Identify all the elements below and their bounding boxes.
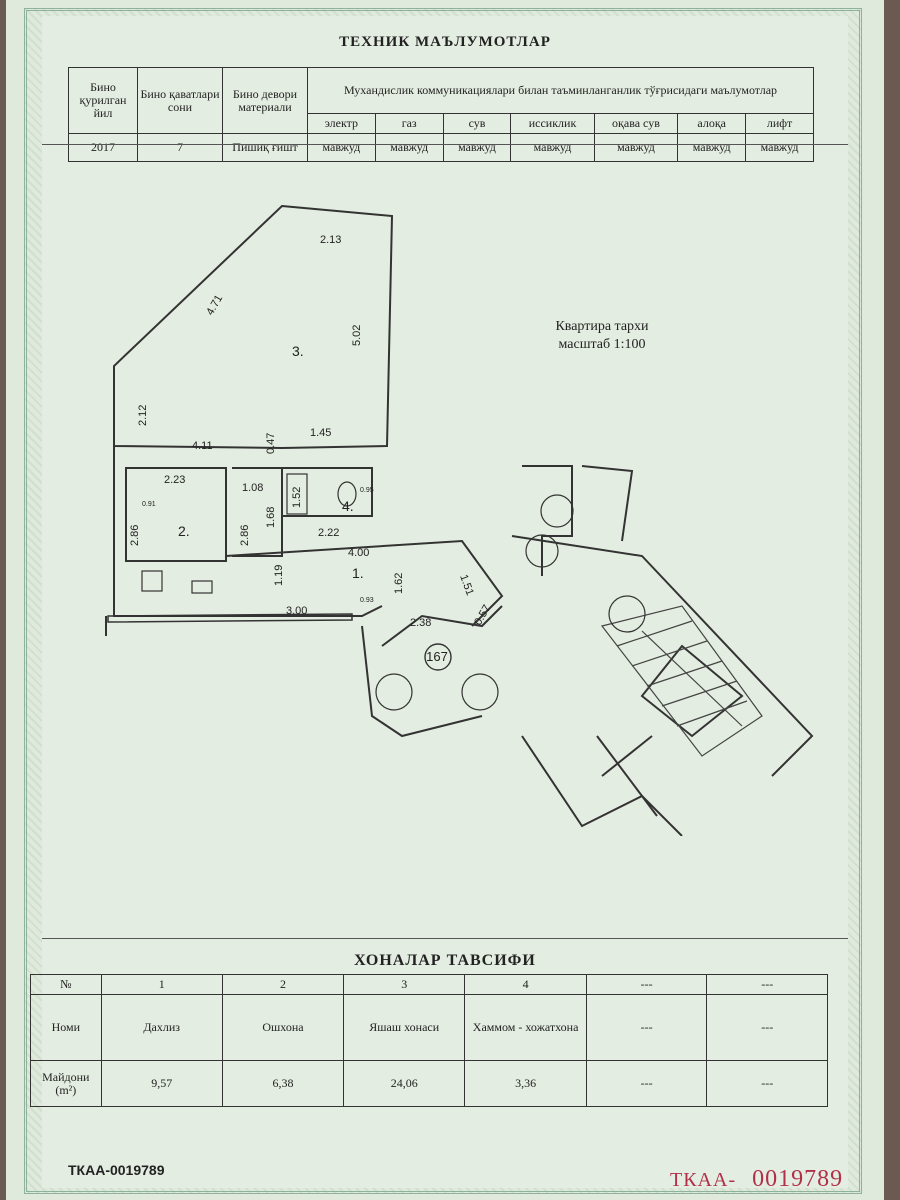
dim-label: 4.11 xyxy=(192,440,213,452)
dimension-labels: 2.13 4.71 5.02 2.12 4.11 0.47 1.45 2.23 … xyxy=(129,234,493,629)
serial-number-red: ТКАА- 0019789 xyxy=(670,1166,843,1193)
dim-label: 1.08 xyxy=(242,482,263,494)
col-comm-header: Мухандислик коммуникациялари билан таъми… xyxy=(307,67,814,114)
col-floors-header: Бино қаватлари сони xyxy=(137,67,223,134)
divider-bottom xyxy=(42,938,848,939)
room-no: --- xyxy=(706,974,828,995)
room-name: Яшаш хонаси xyxy=(343,994,466,1061)
tech-title: ТЕХНИК МАЪЛУМОТЛАР xyxy=(339,34,551,50)
room-name: Дахлиз xyxy=(100,994,223,1061)
util-value-heat: мавжуд xyxy=(510,133,595,162)
dim-label: 0.47 xyxy=(265,433,277,454)
room-no: 2 xyxy=(221,974,345,995)
serial-red-number: 0019789 xyxy=(752,1166,844,1192)
wall-value: Пишиқ ғишт xyxy=(222,133,308,162)
util-electric: электр xyxy=(307,113,376,134)
dim-label: 1.68 xyxy=(265,507,277,528)
room-area: --- xyxy=(585,1060,708,1107)
room-area: 6,38 xyxy=(221,1060,345,1107)
divider-top xyxy=(42,144,848,145)
dim-label: 0.91 xyxy=(142,501,156,508)
room-name: --- xyxy=(585,994,708,1061)
serial-number-black: ТКАА-0019789 xyxy=(68,1162,165,1178)
col-area-header: Майдони (m²) xyxy=(30,1060,102,1107)
dim-label: 1.62 xyxy=(393,573,405,594)
room-no: 4 xyxy=(464,974,587,995)
room-no: 3 xyxy=(343,974,466,995)
dim-label: 2.13 xyxy=(320,234,341,246)
dim-label: 4.00 xyxy=(348,547,369,559)
util-value-electric: мавжуд xyxy=(307,133,376,162)
sheet-inner: ТЕХНИК МАЪЛУМОТЛАР Бино қурилган йил Бин… xyxy=(30,16,848,1192)
dim-label: 0.93 xyxy=(360,597,374,604)
room-no: --- xyxy=(585,974,708,995)
dim-label: 4.71 xyxy=(204,293,225,318)
util-value-gas: мавжуд xyxy=(374,133,444,162)
room-name: --- xyxy=(706,994,828,1061)
room-area: 24,06 xyxy=(343,1060,466,1107)
room-2-label: 2. xyxy=(178,523,190,539)
col-year-header: Бино қурилган йил xyxy=(68,67,138,134)
plan-caption-title: Квартира тархи xyxy=(555,319,649,334)
dim-label: 2.22 xyxy=(318,527,339,539)
dim-label: 5.02 xyxy=(351,325,363,346)
room-3-label: 3. xyxy=(292,343,304,359)
stairwell-walls xyxy=(361,465,814,836)
dim-label: 2.86 xyxy=(129,525,141,546)
stairs xyxy=(600,605,763,757)
dim-label: 2.23 xyxy=(164,474,185,486)
dim-label: 1.45 xyxy=(310,427,331,439)
rooms-table: № 1 2 3 4 --- --- Номи Дахлиз Ошхона Яша… xyxy=(30,974,828,1107)
dim-label: 3.00 xyxy=(286,605,307,617)
col-no-header: № xyxy=(30,974,102,995)
util-value-sewage: мавжуд xyxy=(593,133,679,162)
room-4-label: 4. xyxy=(342,498,354,514)
plan-caption-scale: масштаб 1:100 xyxy=(558,337,646,352)
col-name-header: Номи xyxy=(30,994,102,1061)
dim-label: 2.86 xyxy=(239,525,251,546)
rooms-title: ХОНАЛАР ТАВСИФИ xyxy=(354,952,536,969)
room-name: Хаммом - хожатхона xyxy=(464,994,587,1061)
room-name: Ошхона xyxy=(221,994,345,1061)
year-value: 2017 xyxy=(68,133,138,162)
fixtures xyxy=(141,473,646,711)
room-area: 9,57 xyxy=(100,1060,223,1107)
dim-label: 2.12 xyxy=(137,405,149,426)
util-heat: иссиклик xyxy=(510,113,595,134)
util-value-water: мавжуд xyxy=(442,133,512,162)
apartment-walls xyxy=(105,204,504,636)
col-wall-header: Бино девори материали xyxy=(222,67,308,134)
room-area: 3,36 xyxy=(464,1060,587,1107)
apartment-number: 167 xyxy=(426,649,448,664)
room-1-label: 1. xyxy=(352,565,364,581)
util-comm: алоқа xyxy=(677,113,747,134)
room-no: 1 xyxy=(100,974,223,995)
dim-label: 1.52 xyxy=(291,487,303,508)
dim-label: 0.95 xyxy=(360,487,374,494)
floor-plan: 167 1. 2. 3. 4. 2.13 4.71 5.02 2.12 4.11… xyxy=(105,204,814,836)
util-value-lift: мавжуд xyxy=(745,133,814,162)
dim-label: 1.51 xyxy=(457,573,476,597)
util-value-comm: мавжуд xyxy=(677,133,747,162)
plan-caption: Квартира тархи масштаб 1:100 xyxy=(512,318,692,354)
floors-value: 7 xyxy=(137,133,223,162)
dim-label: 2.38 xyxy=(410,617,431,629)
certificate-sheet: ТЕХНИК МАЪЛУМОТЛАР Бино қурилган йил Бин… xyxy=(6,0,884,1200)
dim-label: 1.19 xyxy=(273,565,285,586)
serial-red-prefix: ТКАА- xyxy=(670,1169,737,1191)
room-area: --- xyxy=(706,1060,828,1107)
tech-table: Бино қурилган йил Бино қаватлари сони Би… xyxy=(68,67,814,162)
